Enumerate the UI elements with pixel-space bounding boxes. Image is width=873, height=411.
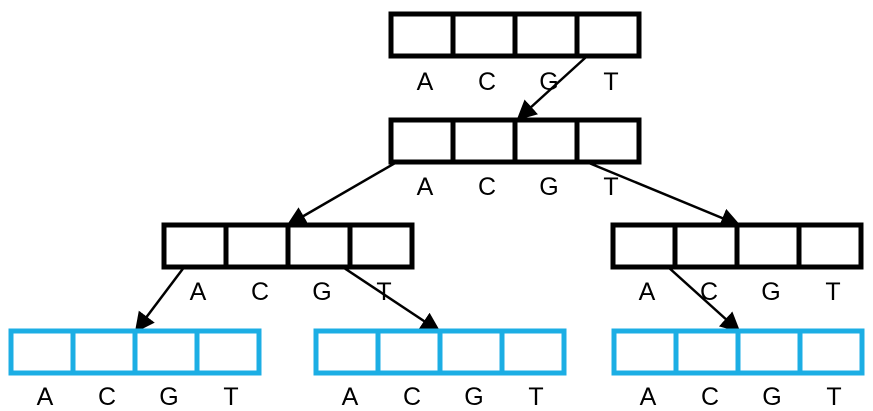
slot-a [388,117,456,165]
slot-c [672,222,740,270]
slot-label-t: T [376,278,391,306]
slot-label-c: C [478,173,496,201]
slot-a [313,328,381,376]
slot-label-g: G [464,383,483,411]
slot-c [450,11,518,59]
slot-c [375,328,443,376]
slot-a [161,222,229,270]
slot-label-c: C [98,383,116,411]
slot-label-a: A [640,383,657,411]
slot-label-a: A [342,383,359,411]
slot-a [610,222,678,270]
slot-label-c: C [700,278,718,306]
slot-a [611,328,679,376]
slot-t [796,222,864,270]
slot-g [132,328,200,376]
slot-g [437,328,505,376]
slot-label-t: T [528,383,543,411]
slot-g [285,222,353,270]
slot-label-c: C [701,383,719,411]
slot-label-t: T [603,68,618,96]
slot-label-g: G [539,173,558,201]
slot-t [797,328,865,376]
slot-label-a: A [639,278,656,306]
slot-label-a: A [37,383,54,411]
slot-label-t: T [826,383,841,411]
slot-label-g: G [761,278,780,306]
slot-label-g: G [159,383,178,411]
slot-label-c: C [478,68,496,96]
slot-label-t: T [603,173,618,201]
slot-t [347,222,415,270]
slot-c [223,222,291,270]
slot-c [450,117,518,165]
slot-g [734,222,802,270]
slot-label-t: T [223,383,238,411]
slot-g [512,11,580,59]
slot-label-g: G [762,383,781,411]
slot-label-a: A [417,173,434,201]
slot-t [194,328,262,376]
slot-label-t: T [825,278,840,306]
slot-label-a: A [417,68,434,96]
slot-label-g: G [312,278,331,306]
slot-t [499,328,567,376]
slot-label-g: G [539,68,558,96]
slot-label-c: C [251,278,269,306]
slot-c [673,328,741,376]
slot-g [735,328,803,376]
slot-g [512,117,580,165]
slot-label-c: C [403,383,421,411]
slot-label-a: A [190,278,207,306]
slot-a [8,328,76,376]
slot-c [70,328,138,376]
slot-a [388,11,456,59]
slot-t [574,11,642,59]
slot-t [574,117,642,165]
